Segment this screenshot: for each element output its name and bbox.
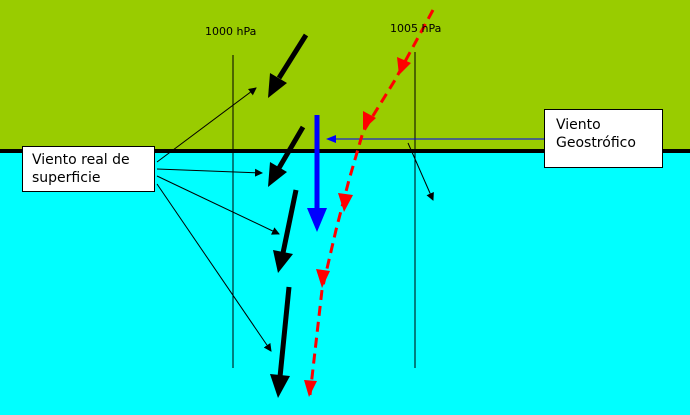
real-wind-arrow-shaft xyxy=(276,33,309,80)
red-track-arrowhead xyxy=(316,269,330,288)
pointer-arrow xyxy=(156,175,280,235)
geo-wind-label-line1: Viento xyxy=(556,117,601,133)
geo-wind-label-line2: Geostrófico xyxy=(556,135,636,151)
real-wind-arrow-shaft xyxy=(276,125,306,170)
real-wind-arrows xyxy=(268,33,309,398)
isobar-1005-label: 1005 hPa xyxy=(390,22,442,35)
real-wind-label-box: Viento real de superficie xyxy=(22,146,155,192)
red-track-arrowhead xyxy=(363,111,376,130)
isobar-1000-label: 1000 hPa xyxy=(205,25,257,38)
real-wind-label-line1: Viento real de xyxy=(32,152,130,168)
real-wind-arrow-head xyxy=(270,374,290,398)
real-wind-arrow-head xyxy=(268,162,287,187)
small-pointer-arrow xyxy=(407,142,434,201)
real-wind-pointers xyxy=(156,87,280,352)
pointer-arrow xyxy=(156,183,272,352)
red-track-arrowhead xyxy=(304,380,317,397)
red-track-arrowhead xyxy=(397,57,411,75)
real-wind-arrow-head xyxy=(268,73,287,98)
real-wind-arrow-head xyxy=(273,250,293,273)
real-wind-arrow-shaft xyxy=(280,189,299,254)
geo-pointer-head xyxy=(326,135,336,143)
pointer-arrow xyxy=(156,87,257,163)
real-wind-label-line2: superficie xyxy=(32,170,101,186)
geo-wind-label-box: Viento Geostrófico xyxy=(544,109,663,168)
red-track-arrowhead xyxy=(338,193,353,212)
pointer-arrow xyxy=(156,168,263,177)
geostrophic-wind-arrow-head xyxy=(307,208,327,232)
real-wind-arrow-shaft xyxy=(277,286,292,378)
